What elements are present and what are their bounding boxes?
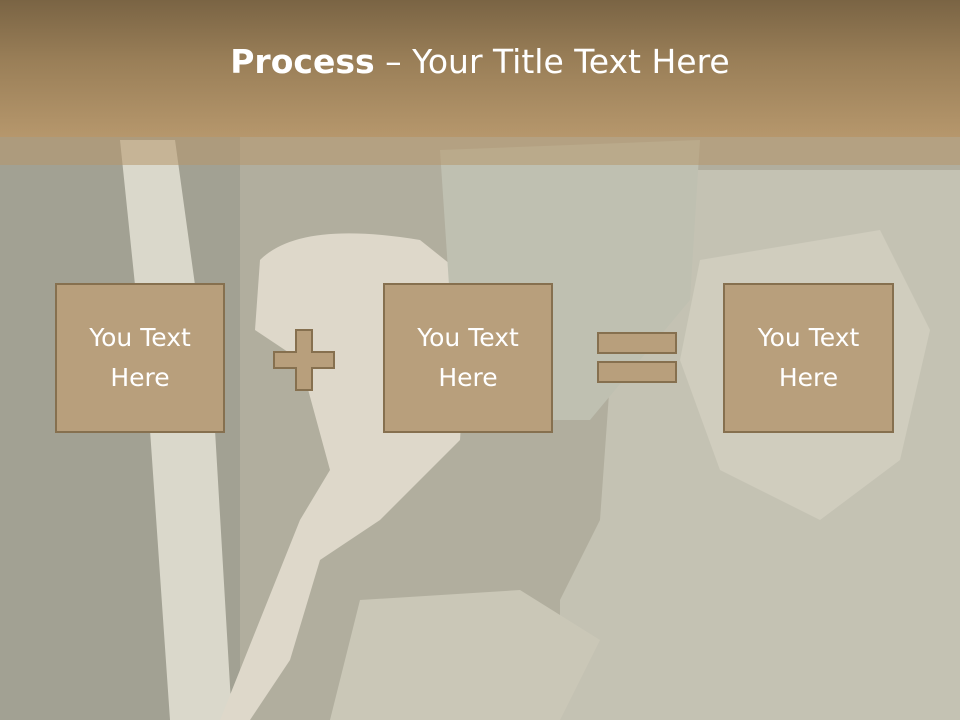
slide-title[interactable]: Process – Your Title Text Here [230,42,729,81]
equals-icon [596,331,678,385]
title-rest-part: – Your Title Text Here [374,42,730,81]
title-band-strip [0,137,960,165]
title-bold-part: Process [230,42,375,81]
process-box-1[interactable]: You Text Here [55,283,225,433]
plus-icon [272,328,336,392]
title-band: Process – Your Title Text Here [0,0,960,137]
process-box-2[interactable]: You Text Here [383,283,553,433]
process-box-3[interactable]: You Text Here [723,283,894,433]
